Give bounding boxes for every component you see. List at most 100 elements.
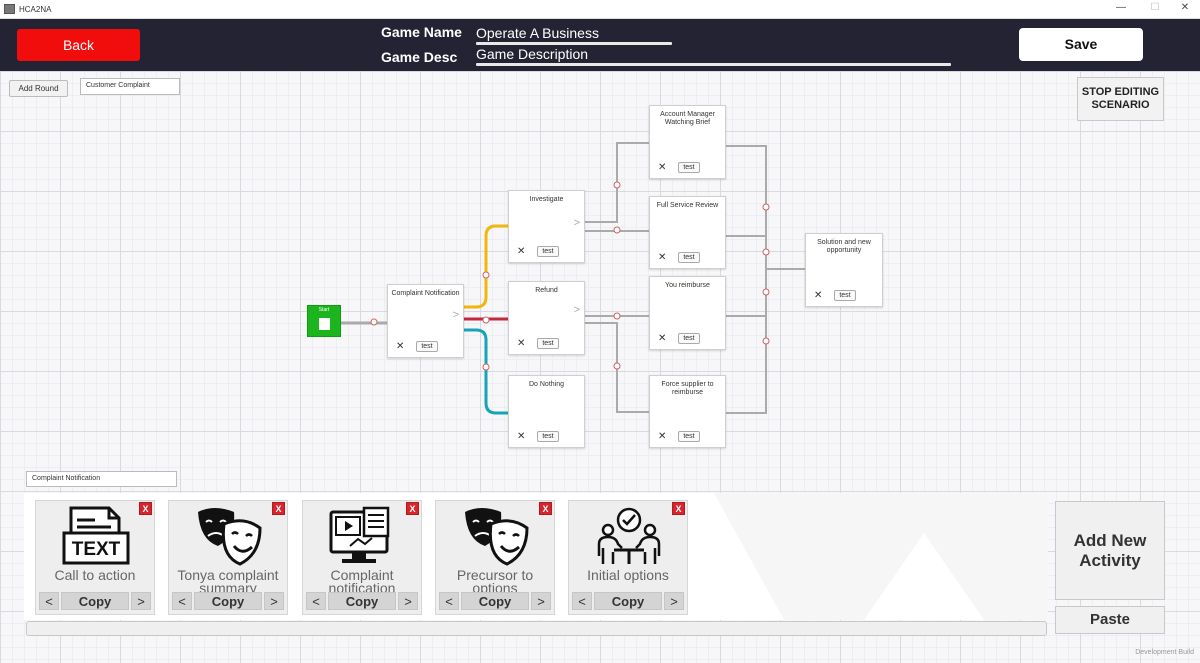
remove-activity-button[interactable]: X	[139, 502, 152, 515]
move-right-button[interactable]: >	[131, 592, 151, 610]
paste-button[interactable]: Paste	[1055, 606, 1165, 634]
connector-handle[interactable]	[613, 362, 621, 370]
activity-controls: < Copy >	[439, 592, 551, 610]
delete-node-icon[interactable]: ✕	[814, 290, 823, 301]
chevron-right-icon[interactable]: >	[573, 217, 580, 229]
test-node-button[interactable]: test	[537, 431, 559, 442]
test-node-button[interactable]: test	[416, 341, 438, 352]
game-name-input[interactable]: Operate A Business	[476, 25, 599, 41]
copy-activity-button[interactable]: Copy	[461, 592, 529, 610]
delete-node-icon[interactable]: ✕	[658, 252, 667, 263]
round-name-input[interactable]: Customer Complaint	[80, 78, 180, 95]
activity-card[interactable]: X Initial options < Copy >	[568, 500, 688, 615]
test-node-button[interactable]: test	[678, 333, 700, 344]
copy-activity-button[interactable]: Copy	[594, 592, 662, 610]
remove-activity-button[interactable]: X	[272, 502, 285, 515]
node-you-reimburse[interactable]: You reimburse ✕ test	[649, 276, 726, 350]
connector-handle[interactable]	[613, 312, 621, 320]
move-right-button[interactable]: >	[398, 592, 418, 610]
test-node-button[interactable]: test	[537, 246, 559, 257]
node-title: You reimburse	[665, 282, 710, 289]
connector-handle[interactable]	[482, 271, 490, 279]
node-solution-and-new-opportunity[interactable]: Solution and new opportunity ✕ test	[805, 233, 883, 307]
activity-card[interactable]: X Complaint notification < Copy	[302, 500, 422, 615]
connector-handle[interactable]	[613, 226, 621, 234]
node-full-service-review[interactable]: Full Service Review ✕ test	[649, 196, 726, 269]
chevron-right-icon[interactable]: >	[573, 304, 580, 316]
node-investigate[interactable]: Investigate > ✕ test	[508, 190, 585, 263]
move-left-button[interactable]: <	[172, 592, 192, 610]
move-right-button[interactable]: >	[264, 592, 284, 610]
connector-handle[interactable]	[762, 337, 770, 345]
move-left-button[interactable]: <	[306, 592, 326, 610]
game-desc-input[interactable]: Game Description	[476, 46, 589, 62]
back-button[interactable]: Back	[17, 29, 140, 61]
selected-node-name-input[interactable]: Complaint Notification	[26, 471, 177, 487]
monitor-video-icon	[329, 506, 390, 563]
connector-line	[726, 269, 767, 414]
connector-handle[interactable]	[762, 288, 770, 296]
connector-handle[interactable]	[762, 203, 770, 211]
theatre-masks-icon	[465, 508, 529, 566]
delete-node-icon[interactable]: ✕	[658, 431, 667, 442]
start-node[interactable]: Start	[307, 305, 341, 337]
game-desc-underline	[476, 63, 951, 66]
copy-activity-button[interactable]: Copy	[194, 592, 262, 610]
node-complaint-notification[interactable]: Complaint Notification > ✕ test	[387, 284, 464, 358]
close-window-button[interactable]: ✕	[1180, 2, 1190, 13]
activity-card[interactable]: X Precursor to options < Copy >	[435, 500, 555, 615]
connector-handle[interactable]	[762, 248, 770, 256]
team-decision-icon	[597, 507, 661, 564]
start-node-label: Start	[318, 307, 330, 313]
move-right-button[interactable]: >	[664, 592, 684, 610]
delete-node-icon[interactable]: ✕	[517, 246, 526, 257]
move-right-button[interactable]: >	[531, 592, 551, 610]
node-refund[interactable]: Refund > ✕ test	[508, 281, 585, 355]
node-force-supplier-to-reimburse[interactable]: Force supplier to reimburse ✕ test	[649, 375, 726, 448]
save-button[interactable]: Save	[1019, 28, 1143, 61]
connector-handle[interactable]	[482, 316, 490, 324]
activity-scrollbar[interactable]	[26, 621, 1047, 636]
activity-controls: < Copy >	[39, 592, 151, 610]
activity-controls: < Copy >	[172, 592, 284, 610]
chevron-right-icon[interactable]: >	[452, 309, 459, 321]
node-do-nothing[interactable]: Do Nothing ✕ test	[508, 375, 585, 448]
add-round-button[interactable]: Add Round	[9, 80, 68, 97]
move-left-button[interactable]: <	[439, 592, 459, 610]
connector-handle[interactable]	[370, 318, 378, 326]
activity-label: Complaint notification	[328, 567, 396, 596]
node-title: Investigate	[529, 196, 564, 203]
delete-node-icon[interactable]: ✕	[517, 431, 526, 442]
test-node-button[interactable]: test	[678, 162, 700, 173]
test-node-button[interactable]: test	[834, 290, 856, 301]
activity-card[interactable]: X TEXT Call to action < Copy >	[35, 500, 155, 615]
remove-activity-button[interactable]: X	[539, 502, 552, 515]
delete-node-icon[interactable]: ✕	[658, 162, 667, 173]
delete-node-icon[interactable]: ✕	[396, 341, 405, 352]
add-new-activity-button[interactable]: Add New Activity	[1055, 501, 1165, 600]
node-title: Full Service Review	[656, 202, 719, 209]
test-node-button[interactable]: test	[537, 338, 559, 349]
activity-label: Call to action	[54, 567, 136, 583]
minimize-button[interactable]: —	[1116, 2, 1126, 13]
activity-list-panel[interactable]: X TEXT Call to action < Copy >	[24, 493, 1048, 620]
connector-handle[interactable]	[613, 181, 621, 189]
move-left-button[interactable]: <	[572, 592, 592, 610]
scenario-canvas[interactable]: Add Round Customer Complaint STOP EDITIN…	[0, 71, 1200, 663]
copy-activity-button[interactable]: Copy	[328, 592, 396, 610]
remove-activity-button[interactable]: X	[406, 502, 419, 515]
maximize-button[interactable]: ☐	[1150, 2, 1160, 13]
node-account-manager-watching-brief[interactable]: Account Manager Watching Brief ✕ test	[649, 105, 726, 179]
stop-editing-button[interactable]: STOP EDITING SCENARIO	[1077, 77, 1164, 121]
copy-activity-button[interactable]: Copy	[61, 592, 129, 610]
game-name-underline	[476, 42, 672, 45]
test-node-button[interactable]: test	[678, 252, 700, 263]
remove-activity-button[interactable]: X	[672, 502, 685, 515]
move-left-button[interactable]: <	[39, 592, 59, 610]
game-name-label: Game Name	[381, 24, 462, 40]
delete-node-icon[interactable]: ✕	[658, 333, 667, 344]
connector-handle[interactable]	[482, 363, 490, 371]
activity-card[interactable]: X Tonya complaint summary < Copy >	[168, 500, 288, 615]
delete-node-icon[interactable]: ✕	[517, 338, 526, 349]
test-node-button[interactable]: test	[678, 431, 700, 442]
